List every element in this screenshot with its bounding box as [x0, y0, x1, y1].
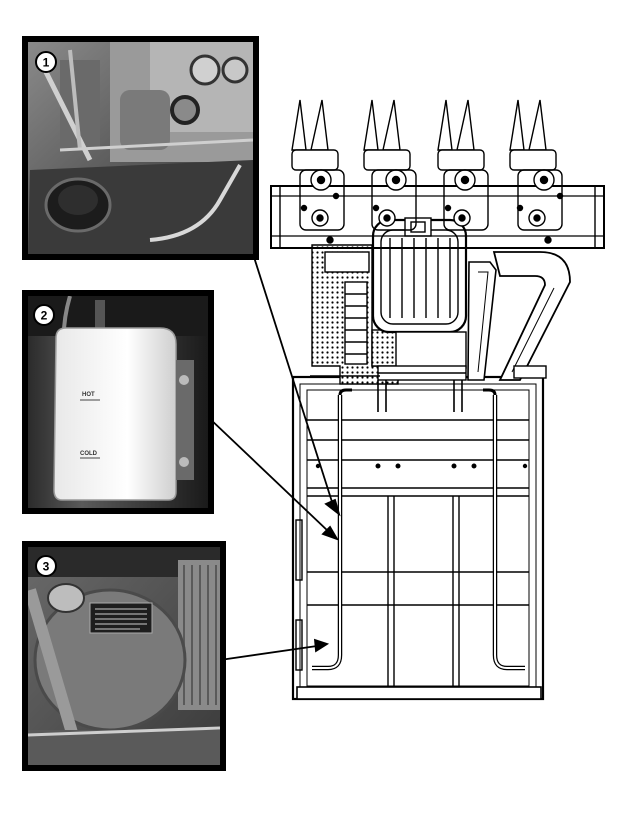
leader-line-1	[252, 253, 334, 506]
warning-plate	[89, 602, 153, 634]
leader-line-3	[219, 645, 318, 661]
radiator-cap-icon	[47, 583, 85, 613]
photo-3: 3	[22, 541, 226, 771]
injector-assemblies	[291, 99, 564, 244]
hot-mark: HOT	[82, 392, 95, 398]
upper-frame	[270, 185, 605, 249]
leader-arrow-2	[321, 525, 340, 541]
leader-lines	[207, 253, 341, 661]
radiator-frame	[291, 375, 545, 701]
callout-badge-3	[35, 555, 57, 577]
callout-number-1: 1	[43, 56, 50, 70]
coolant-reservoir	[53, 327, 177, 501]
rocker-cover	[371, 218, 468, 334]
leader-arrow-1	[324, 498, 341, 517]
photo-1: 1	[22, 36, 259, 260]
callout-badge-1	[35, 51, 57, 73]
leader-line-2	[207, 416, 330, 533]
cold-mark: COLD	[80, 451, 98, 457]
callout-number-2: 2	[41, 309, 48, 323]
callout-number-3: 3	[43, 560, 50, 574]
photo-2: HOT COLD 2	[22, 290, 214, 514]
callout-badge-2	[33, 304, 55, 326]
engine-line-drawing	[270, 99, 605, 701]
leader-arrow-3	[313, 638, 330, 653]
